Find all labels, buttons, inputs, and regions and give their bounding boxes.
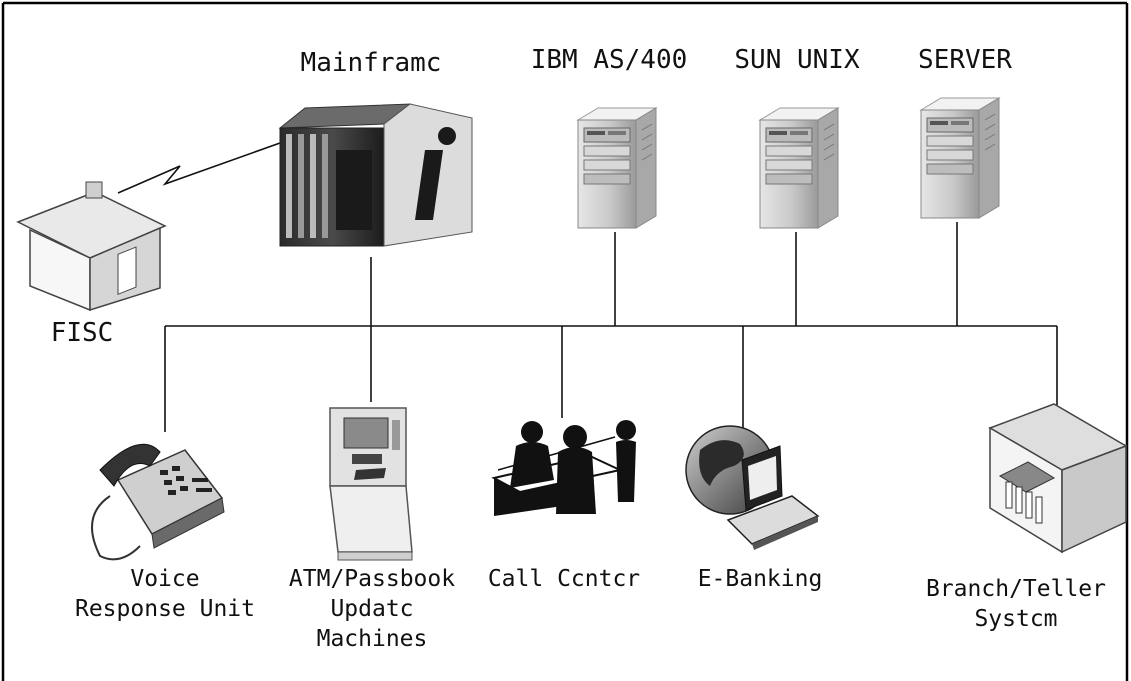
label-line: Updatc bbox=[330, 596, 414, 622]
label-atm-passbook: ATM/Passbook Updatc Machines bbox=[289, 564, 455, 654]
telephone-icon bbox=[91, 443, 225, 561]
globe-laptop-icon bbox=[685, 425, 820, 550]
label-mainframe: Mainframc bbox=[300, 48, 442, 78]
server-tower-icon bbox=[920, 97, 1000, 219]
label-call-center: Call Ccntcr bbox=[487, 566, 641, 592]
mainframe-icon bbox=[278, 103, 473, 247]
label-line: Systcm bbox=[974, 606, 1058, 632]
call-center-people-icon bbox=[491, 420, 636, 516]
label-ibm-as400: IBM AS/400 bbox=[530, 45, 688, 75]
label-line: Response Unit bbox=[74, 596, 256, 622]
label-voice-response-unit: Voice Response Unit bbox=[75, 564, 255, 624]
server-tower-icon bbox=[759, 107, 839, 229]
label-sun-unix: SUN UNIX bbox=[734, 45, 860, 75]
label-line: Voice bbox=[130, 566, 200, 592]
house-icon bbox=[16, 181, 167, 312]
label-line: ATM/Passbook bbox=[288, 566, 456, 592]
label-e-banking: E-Banking bbox=[697, 566, 823, 592]
atm-machine-icon bbox=[329, 407, 413, 561]
wireless-link bbox=[117, 142, 281, 194]
connection-lines bbox=[117, 142, 1058, 434]
label-line: Machines bbox=[316, 626, 428, 652]
server-tower-icon bbox=[577, 107, 657, 229]
label-line: Branch/Teller bbox=[925, 576, 1107, 602]
label-fisc: FISC bbox=[50, 318, 114, 348]
label-server: SERVER bbox=[918, 45, 1012, 75]
bank-building-icon bbox=[988, 403, 1128, 554]
label-branch-teller: Branch/Teller Systcm bbox=[926, 574, 1106, 634]
